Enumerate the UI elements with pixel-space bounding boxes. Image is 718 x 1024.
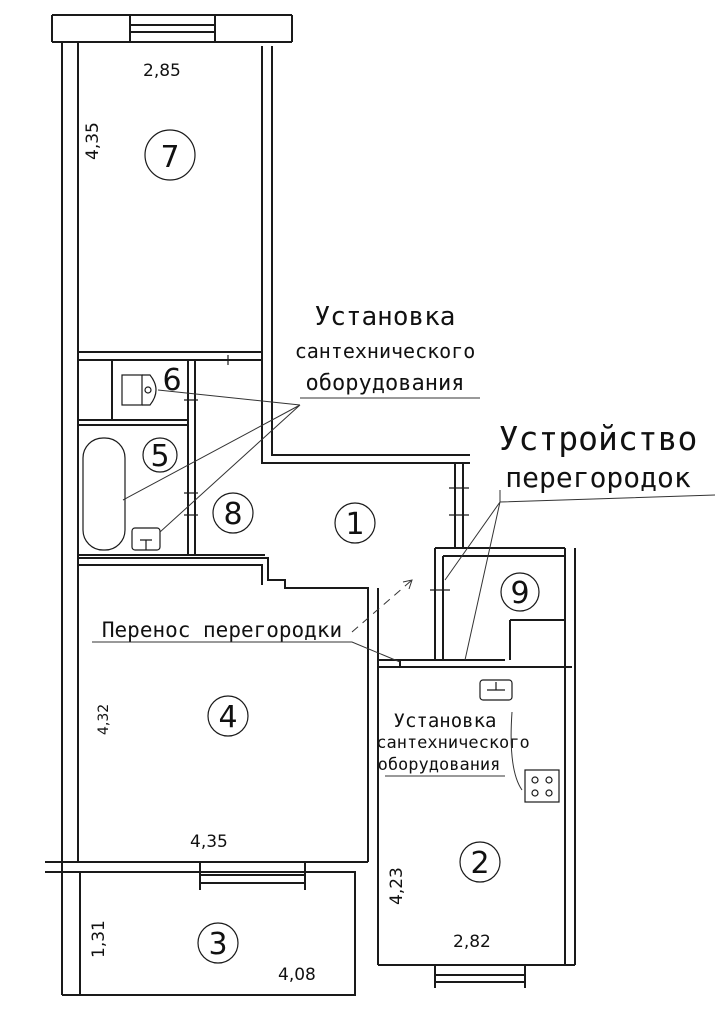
room-number: 2 <box>470 846 489 881</box>
leader-arrows <box>122 389 480 533</box>
room-number: 1 <box>345 507 364 542</box>
fixtures <box>82 374 560 803</box>
stove-icon <box>524 769 560 803</box>
dimension-label: 2,85 <box>143 61 181 81</box>
note-move-partition: Перенос перегородки <box>102 618 342 642</box>
bathtub-icon <box>82 437 126 551</box>
toilet-tank-icon <box>121 374 143 406</box>
dimension-label: 4,32 <box>96 704 112 735</box>
note-partitions: Устройство <box>499 419 698 458</box>
dimension-label: 4,35 <box>83 122 103 160</box>
toilet-icon <box>142 374 157 406</box>
dimension-label: 1,31 <box>89 920 109 958</box>
note-plumbing-top: оборудования <box>306 371 465 396</box>
dimension-label: 2,82 <box>453 932 491 952</box>
annotations: Установка сантехнического оборудования У… <box>92 302 716 791</box>
note-plumbing-top: Установка <box>315 302 456 332</box>
note-plumbing-kitchen: оборудования <box>378 755 501 775</box>
note-plumbing-kitchen: сантехнического <box>376 733 530 753</box>
room-number: 4 <box>218 700 237 735</box>
walls <box>45 14 576 996</box>
dimension-label: 4,23 <box>387 867 407 905</box>
kitchen-sink-icon <box>479 679 513 701</box>
leader-arrows <box>444 490 716 661</box>
dimensions: 2,85 4,35 4,32 4,35 1,31 4,08 4,23 2,82 <box>83 61 491 985</box>
dimension-label: 4,08 <box>278 965 316 985</box>
leader-arrows <box>92 641 401 663</box>
room-number: 9 <box>510 576 529 611</box>
room-number: 3 <box>208 927 227 962</box>
note-plumbing-kitchen: Установка <box>394 710 497 732</box>
room-number: 5 <box>150 439 169 474</box>
room-number: 8 <box>223 497 242 532</box>
dimension-label: 4,35 <box>190 832 228 852</box>
note-plumbing-top: сантехнического <box>295 339 476 363</box>
room-number: 6 <box>162 363 181 398</box>
room-number: 7 <box>160 140 179 175</box>
room-labels: 1 2 3 4 5 6 7 8 9 <box>142 129 540 964</box>
note-partitions: перегородок <box>505 461 691 494</box>
leader-arrows <box>385 711 523 791</box>
